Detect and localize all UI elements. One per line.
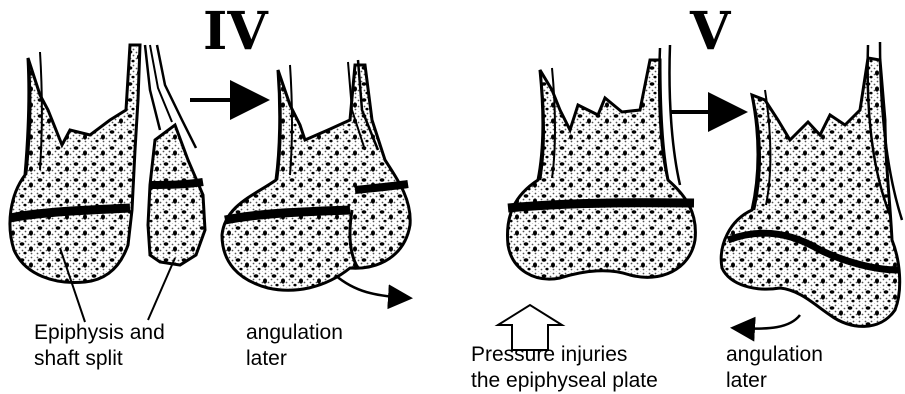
caption-split-line1: Epiphysis and (34, 320, 165, 346)
callout-line-shaft (148, 258, 175, 320)
caption-angulation-v-line2: later (726, 368, 823, 394)
caption-angulation-iv-line2: later (246, 346, 343, 372)
bone-v-angulation (721, 42, 902, 326)
caption-pressure-line2: the epiphyseal plate (471, 368, 658, 394)
bone-v-compression (507, 45, 695, 279)
caption-angulation-v: angulation later (726, 342, 823, 394)
caption-angulation-iv: angulation later (246, 320, 343, 372)
heading-v: V (690, 6, 730, 58)
caption-split-line2: shaft split (34, 346, 165, 372)
angulation-arrow-v (735, 315, 800, 329)
angulation-arrow-iv (335, 275, 408, 298)
caption-angulation-iv-line1: angulation (246, 320, 343, 346)
bone-iv-split (5, 45, 205, 286)
bone-iv-angulation (222, 60, 410, 290)
heading-iv: IV (203, 6, 268, 58)
caption-split: Epiphysis and shaft split (34, 320, 165, 372)
right-epiphysis-fragment (148, 125, 205, 265)
caption-pressure: Pressure injuries the epiphyseal plate (471, 342, 658, 394)
caption-pressure-line1: Pressure injuries (471, 342, 658, 368)
caption-angulation-v-line1: angulation (726, 342, 823, 368)
